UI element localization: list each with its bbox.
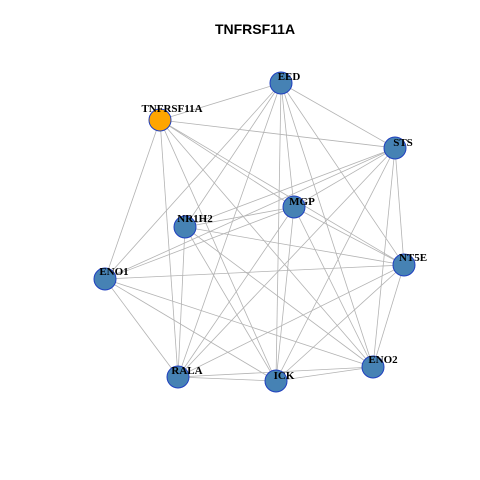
edge-tnfrsf11a-nt5e (159, 119, 405, 266)
edge-nt5e-eno1 (104, 264, 405, 280)
node-circle-nt5e (392, 253, 416, 277)
node-circle-eno1 (93, 267, 117, 291)
node-circle-eed (269, 71, 293, 95)
node-label-sts: STS (393, 137, 413, 149)
edge-eed-tnfrsf11a (159, 82, 282, 121)
edge-tnfrsf11a-eno1 (104, 119, 161, 280)
edge-mgp-nr1h2 (184, 206, 295, 228)
node-label-nt5e: NT5E (399, 252, 427, 264)
node-eno2: ENO2 (361, 354, 398, 379)
edge-tnfrsf11a-eno2 (159, 119, 374, 368)
edge-tnfrsf11a-mgp (159, 119, 295, 208)
edge-tnfrsf11a-sts (159, 119, 396, 149)
edges-layer (104, 82, 405, 382)
edge-sts-eno2 (372, 147, 396, 368)
node-circle-eno2 (361, 355, 385, 379)
edge-eno1-rala (104, 278, 179, 378)
edge-nr1h2-nt5e (184, 226, 405, 266)
node-circle-sts (383, 136, 407, 160)
node-mgp: MGP (282, 195, 315, 219)
edge-nt5e-eno2 (372, 264, 405, 368)
edge-mgp-rala (177, 206, 295, 378)
edge-sts-eno1 (104, 147, 396, 280)
edge-eed-nr1h2 (184, 82, 282, 228)
node-label-tnfrsf11a: TNFRSF11A (141, 103, 202, 115)
edge-eno1-ick (104, 278, 277, 382)
edge-mgp-eno2 (293, 206, 374, 368)
edge-rala-ick (177, 376, 277, 382)
node-eno1: ENO1 (93, 266, 129, 291)
edge-eed-mgp (280, 82, 295, 208)
node-nr1h2: NR1H2 (173, 213, 213, 239)
node-tnfrsf11a: TNFRSF11A (141, 103, 203, 132)
node-rala: RALA (166, 365, 203, 389)
edge-sts-nt5e (394, 147, 405, 266)
node-sts: STS (383, 136, 413, 160)
edge-sts-rala (177, 147, 396, 378)
node-eed: EED (269, 71, 301, 95)
node-circle-ick (264, 369, 288, 393)
node-label-nr1h2: NR1H2 (177, 213, 213, 225)
edge-eno1-eno2 (104, 278, 374, 368)
edge-nt5e-ick (275, 264, 405, 382)
edge-nr1h2-ick (184, 226, 277, 382)
edge-eno2-ick (275, 366, 374, 382)
node-label-eno1: ENO1 (99, 266, 128, 278)
node-label-eed: EED (278, 71, 301, 83)
edge-mgp-ick (275, 206, 295, 382)
node-circle-nr1h2 (173, 215, 197, 239)
node-label-mgp: MGP (289, 196, 315, 208)
node-circle-mgp (282, 195, 306, 219)
edge-sts-mgp (293, 147, 396, 208)
edge-sts-nr1h2 (184, 147, 396, 228)
node-ick: ICK (264, 369, 295, 393)
edge-nr1h2-eno2 (184, 226, 374, 368)
node-label-ick: ICK (274, 370, 295, 382)
edge-mgp-nt5e (293, 206, 405, 266)
node-label-eno2: ENO2 (368, 354, 398, 366)
edge-eed-sts (280, 82, 396, 149)
edge-mgp-eno1 (104, 206, 295, 280)
node-circle-tnfrsf11a (148, 108, 172, 132)
edge-eed-eno2 (280, 82, 374, 368)
edge-sts-ick (275, 147, 396, 382)
graph-title: TNFRSF11A (214, 21, 296, 37)
edge-eed-ick (275, 82, 282, 382)
edge-tnfrsf11a-rala (159, 119, 179, 378)
edge-eed-nt5e (280, 82, 405, 266)
edge-tnfrsf11a-ick (159, 119, 277, 382)
edge-nr1h2-rala (177, 226, 186, 378)
node-nt5e: NT5E (392, 252, 427, 277)
node-circle-rala (166, 365, 190, 389)
edge-nt5e-rala (177, 264, 405, 378)
node-label-rala: RALA (171, 365, 202, 377)
edge-eed-eno1 (104, 82, 282, 280)
